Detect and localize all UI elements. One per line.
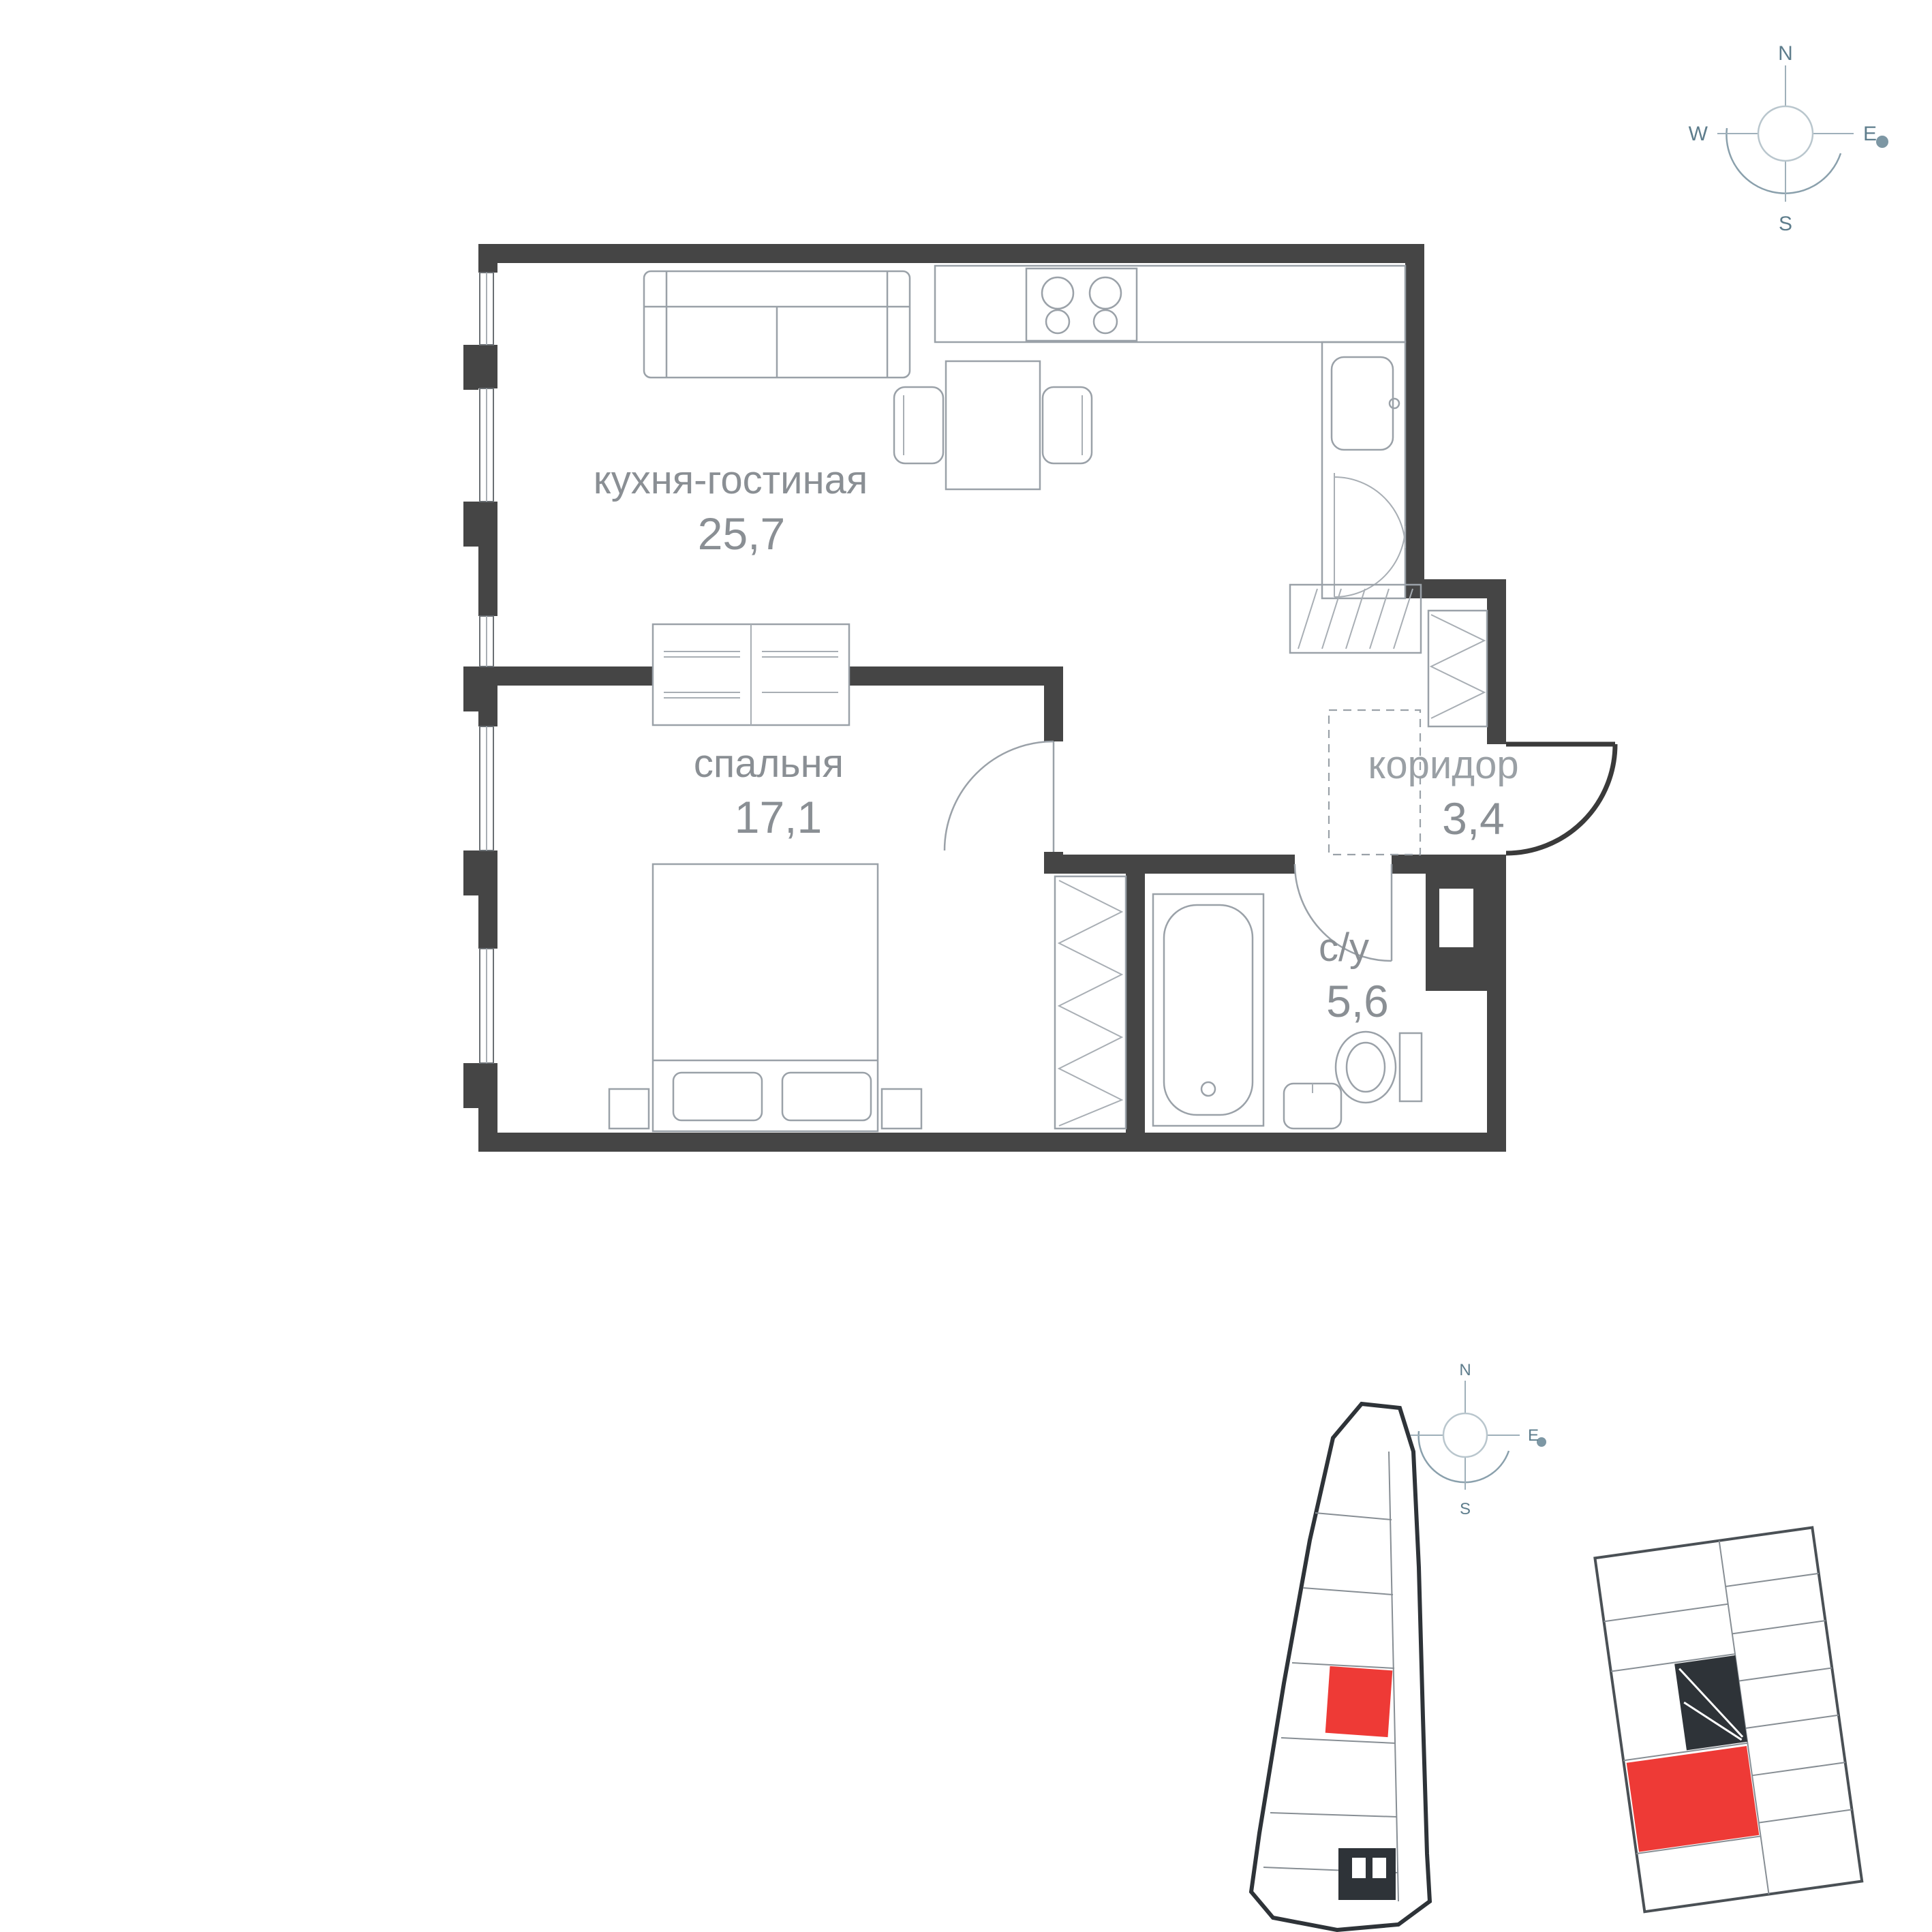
compass-s: S — [1779, 213, 1792, 235]
compass-n: N — [1778, 42, 1793, 65]
compass-circle-icon — [1442, 1412, 1488, 1458]
windows — [479, 272, 494, 1064]
building-footprint-left — [1248, 1401, 1432, 1932]
bedroom-closet — [1054, 875, 1127, 1130]
room-labels: кухня-гостиная 25,7 спальня 17,1 коридор… — [594, 458, 1519, 1026]
bedroom-area: 17,1 — [735, 792, 822, 842]
bed — [608, 863, 923, 1133]
kitchen-counter — [934, 264, 1407, 600]
kitchen-living-area: 25,7 — [698, 508, 785, 559]
washbasin — [1283, 1082, 1343, 1130]
compass-n: N — [1459, 1361, 1471, 1379]
bathroom-label: с/у — [1319, 925, 1369, 970]
sofa — [643, 270, 911, 379]
building-footprint-right — [1593, 1526, 1864, 1914]
kitchen-living-label: кухня-гостиная — [594, 458, 868, 502]
entrance-door — [1505, 741, 1618, 856]
bedroom-label: спальня — [694, 741, 844, 786]
dining-table — [893, 360, 1093, 491]
site-plan: N E S W — [1248, 1361, 1864, 1932]
compass-arc — [1726, 127, 1842, 194]
stove — [1025, 267, 1138, 342]
corridor-rack — [1427, 609, 1488, 728]
compass-e: E — [1528, 1426, 1539, 1445]
compass-rose-site: N E S W — [1388, 1361, 1546, 1518]
kitchen-sink — [1330, 356, 1400, 451]
coat-rack — [1289, 583, 1422, 654]
bathroom-area: 5,6 — [1326, 976, 1389, 1026]
compass-east-dot-icon — [1537, 1437, 1546, 1447]
floorplan: кухня-гостиная 25,7 спальня 17,1 коридор… — [463, 244, 1618, 1152]
corridor-label: коридор — [1368, 743, 1518, 787]
toilet — [1334, 1030, 1423, 1104]
bathtub — [1152, 893, 1265, 1127]
compass-rose-main: N E S W — [1689, 42, 1888, 235]
corridor-area: 3,4 — [1442, 793, 1505, 844]
bathroom-door — [1293, 863, 1393, 962]
bedroom-door — [943, 740, 1055, 852]
highlighted-unit-marker — [1626, 1746, 1760, 1852]
compass-circle-icon — [1757, 105, 1814, 162]
compass-e: E — [1863, 123, 1877, 145]
compass-w: W — [1689, 123, 1708, 145]
compass-east-dot-icon — [1876, 136, 1888, 148]
kitchen-cabinet — [1334, 473, 1406, 598]
wardrobe — [651, 623, 850, 726]
compass-s: S — [1460, 1500, 1471, 1518]
walls — [463, 244, 1506, 1152]
planned-cabinet-dashed — [1328, 709, 1422, 856]
highlighted-unit-marker — [1325, 1666, 1393, 1738]
